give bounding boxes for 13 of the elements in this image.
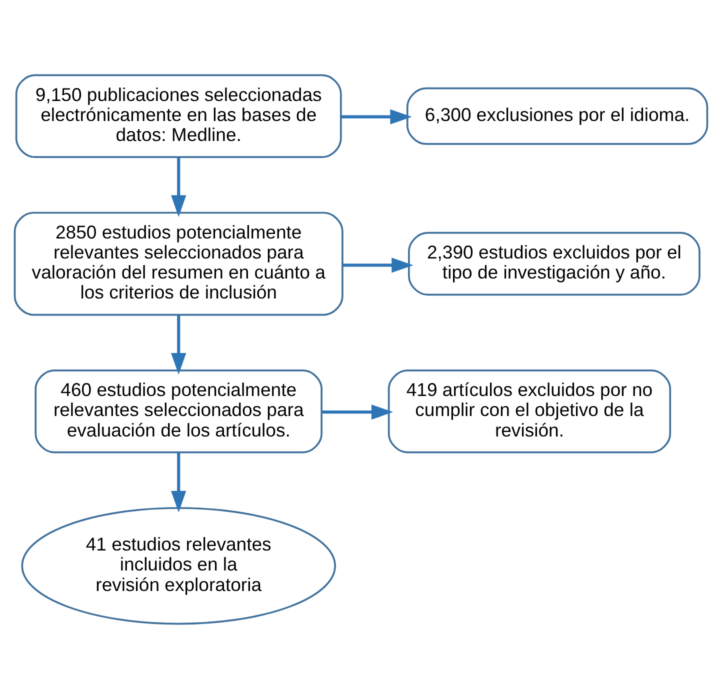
arrow bbox=[171, 314, 186, 374]
arrow bbox=[171, 156, 186, 216]
arrow bbox=[341, 108, 412, 124]
node-box: 6,300 exclusiones por el idioma. bbox=[406, 86, 708, 144]
arrow bbox=[342, 257, 414, 272]
arrow bbox=[322, 404, 394, 420]
arrow bbox=[171, 452, 186, 512]
node-box: 460 estudios potencialmente relevantes seleccionados para evaluación de los artículos. bbox=[34, 368, 323, 453]
node-ellipse: 41 estudios relevantes incluidos en la revisión exploratoria bbox=[21, 506, 336, 624]
node-box: 2,390 estudios excluidos por el tipo de investigación y año. bbox=[408, 231, 700, 296]
node-box: 2850 estudios potencialmente relevantes seleccionados para valoración del resumen en cuánto a los criterios de inclusión bbox=[14, 211, 344, 316]
node-box: 419 artículos excluidos por no cumplir con el objetivo de la revisión. bbox=[388, 368, 672, 453]
node-box: 9,150 publicaciones seleccionadas electrónicamente en las bases de datos: Medline. bbox=[15, 74, 342, 158]
